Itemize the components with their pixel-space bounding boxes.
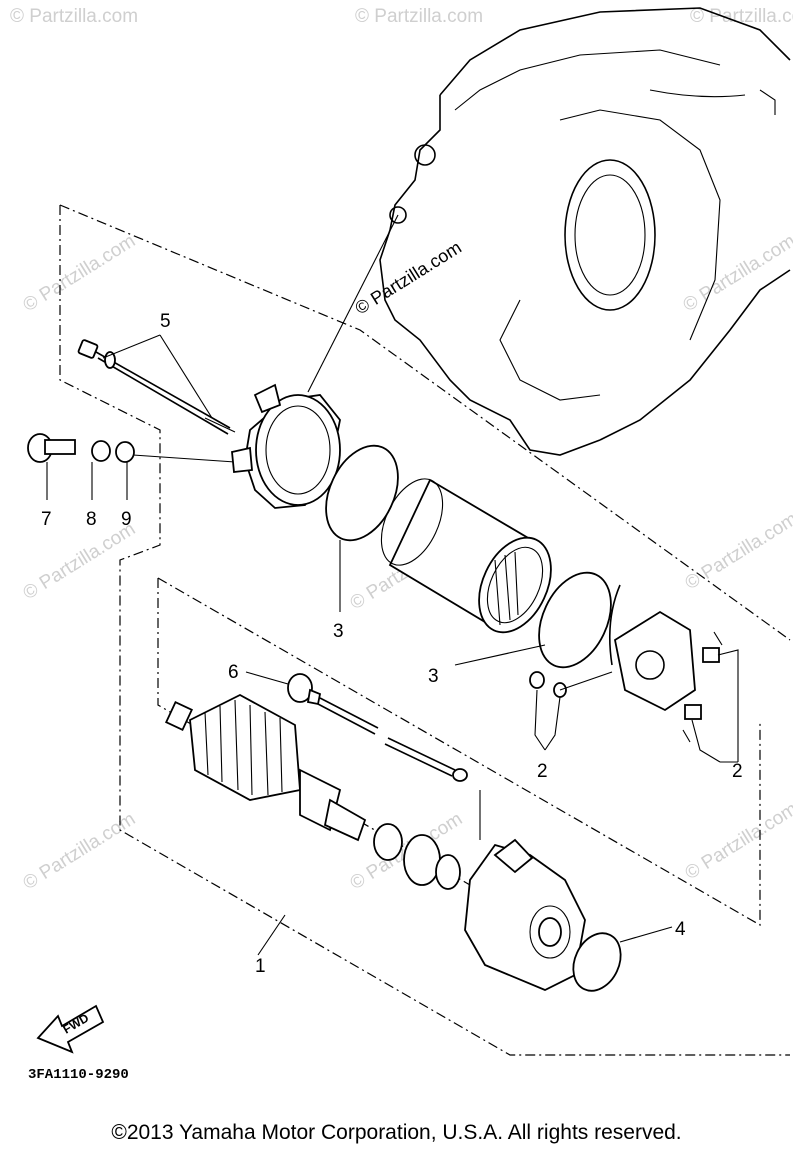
watermark: © Partzilla.com xyxy=(20,519,140,605)
brush xyxy=(684,704,702,720)
center-watermark: © Partzilla.com xyxy=(352,237,465,318)
watermark: © Partzilla.com xyxy=(682,509,793,595)
plain-washer xyxy=(115,441,135,463)
yoke-housing xyxy=(380,478,552,634)
copyright-notice: ©2013 Yamaha Motor Corporation, U.S.A. A… xyxy=(111,1121,682,1144)
long-bolt xyxy=(77,339,236,435)
lock-washer xyxy=(91,440,111,462)
watermark: © Partzilla.com xyxy=(20,809,140,895)
seal xyxy=(435,854,461,890)
callout-3: 3 xyxy=(428,666,439,687)
front-cover xyxy=(231,383,341,509)
washer xyxy=(373,823,403,861)
watermark: © Partzilla.com xyxy=(20,231,140,317)
leader-lines xyxy=(46,334,739,956)
callout-9: 9 xyxy=(121,509,132,530)
o-ring xyxy=(538,571,612,669)
fwd-arrow: FWD xyxy=(36,1004,105,1054)
callout-4: 4 xyxy=(675,919,686,940)
bearing xyxy=(403,834,441,886)
rear-cover xyxy=(464,790,586,991)
callout-2: 2 xyxy=(537,761,548,782)
assembly-outline-outer xyxy=(59,204,791,1056)
assembly-outline-inner xyxy=(157,577,761,927)
brush xyxy=(702,647,720,663)
nut xyxy=(529,671,545,689)
terminal-bolt xyxy=(287,673,468,782)
watermark: © Partzilla.com xyxy=(355,6,483,27)
crankcase-outline xyxy=(379,7,791,456)
brush-holder xyxy=(608,584,723,743)
watermark: © Partzilla.com xyxy=(690,6,793,27)
callout-2: 2 xyxy=(732,761,743,782)
armature xyxy=(164,693,367,842)
small-bolt xyxy=(27,433,76,463)
callout-8: 8 xyxy=(86,509,97,530)
callout-7: 7 xyxy=(41,509,52,530)
callout-5: 5 xyxy=(160,311,171,332)
callout-3: 3 xyxy=(333,621,344,642)
diagram-code: 3FA1110-9290 xyxy=(28,1067,129,1083)
watermark: © Partzilla.com xyxy=(682,799,793,885)
watermark: © Partzilla.com xyxy=(680,231,793,317)
o-ring-small xyxy=(572,932,622,992)
callout-1: 1 xyxy=(255,956,266,977)
watermark: © Partzilla.com xyxy=(10,6,138,27)
callout-6: 6 xyxy=(228,662,239,683)
